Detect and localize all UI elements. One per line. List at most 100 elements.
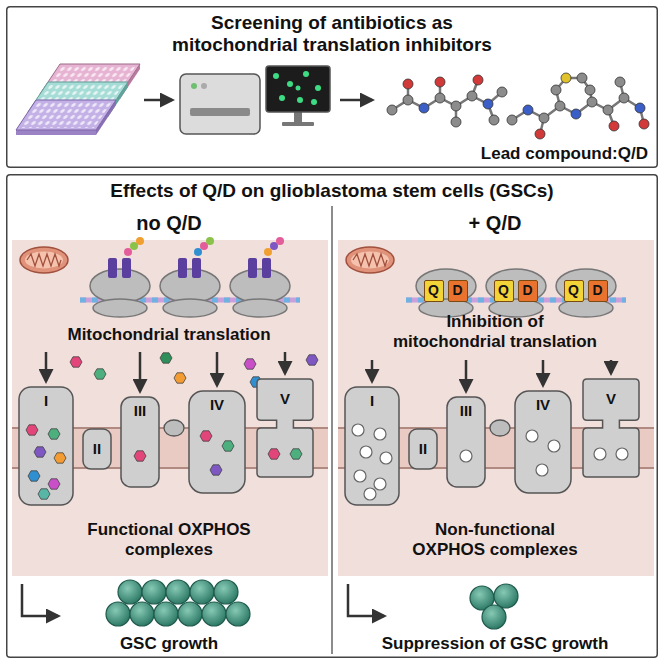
label-text: D <box>449 281 466 300</box>
ribosome <box>230 269 290 303</box>
gsc-cells <box>190 580 214 604</box>
oxphos-complex: IV <box>514 390 572 494</box>
encoded-subunit <box>34 447 46 457</box>
label-text: Effects of Q/D on glioblastoma stem cell… <box>6 180 658 202</box>
missing-subunit <box>616 448 628 460</box>
complex-outline <box>409 429 437 469</box>
label-text: no Q/D <box>8 212 330 235</box>
missing-subunit <box>380 452 392 464</box>
missing-subunit <box>352 424 364 436</box>
molecule-atoms <box>435 93 445 103</box>
plate-reader <box>296 86 301 91</box>
subunit <box>160 353 172 363</box>
gsc-cells <box>494 584 518 608</box>
oxphos-complex: I <box>18 386 74 506</box>
missing-subunit <box>374 478 386 490</box>
column-art <box>338 240 654 616</box>
drug-box: Q <box>494 280 514 302</box>
translation-arrow <box>542 360 545 385</box>
molecule-atoms <box>585 85 595 95</box>
molecule-atoms <box>483 99 493 109</box>
mitochondrion-icon <box>27 254 61 266</box>
translation-arrow <box>45 352 48 381</box>
plate-reader <box>180 74 260 134</box>
encoded-subunit <box>290 449 302 459</box>
column-panel: + Q/DInhibition of mitochondrial transla… <box>334 206 656 656</box>
missing-subunit <box>526 430 538 442</box>
molecule-atoms <box>535 129 545 139</box>
oxphos-complex: V <box>582 378 640 478</box>
complex-outline <box>515 391 571 493</box>
label-text: Non-functional OXPHOS complexes <box>405 520 585 559</box>
gsc-cells <box>482 605 506 629</box>
plate-reader <box>311 99 317 105</box>
molecule-atoms <box>419 103 429 113</box>
encoded-subunit <box>222 441 234 451</box>
molecule-model <box>392 78 644 134</box>
plate-reader <box>180 66 330 134</box>
molecule-atoms <box>387 73 649 139</box>
gsc-cells <box>142 580 166 604</box>
well-plates <box>16 100 116 130</box>
molecule-atoms <box>555 101 565 111</box>
plate-reader <box>303 71 309 77</box>
label-text: III <box>446 402 486 419</box>
panel-box: Screening of antibiotics as mitochondria… <box>6 6 658 168</box>
molecule-atoms <box>587 97 597 107</box>
gsc-cells <box>226 602 250 626</box>
complex-outline <box>447 397 485 487</box>
plate-reader <box>294 112 302 122</box>
mitochondrion-icon <box>25 252 63 269</box>
gsc-cells <box>118 580 142 604</box>
encoded-subunit <box>48 429 60 439</box>
subunit <box>174 373 186 383</box>
molecule-atoms <box>507 115 517 125</box>
molecule-atoms <box>539 113 549 123</box>
trna <box>178 258 187 278</box>
column-art <box>12 240 328 616</box>
divider-line <box>331 206 333 654</box>
gsc-cells <box>202 602 226 626</box>
label-text: Lead compound:Q/D <box>426 144 648 164</box>
ribosome <box>93 299 147 317</box>
missing-subunit <box>364 488 376 500</box>
trna <box>136 237 144 245</box>
label-text: Mitochondrial translation <box>28 325 310 345</box>
ribosome <box>163 299 217 317</box>
label-text: Inhibition of mitochondrial translation <box>390 312 600 351</box>
drug-box: Q <box>424 280 444 302</box>
trna <box>206 237 214 245</box>
missing-subunit <box>360 446 372 458</box>
label-text: V <box>582 390 640 407</box>
ribosome <box>160 269 220 303</box>
translation-arrow <box>216 352 219 385</box>
label-text: II <box>408 440 438 457</box>
translation-arrow <box>465 360 468 391</box>
oxphos-complex: V <box>256 378 314 478</box>
well-plates <box>16 130 96 135</box>
oxphos-complex: III <box>120 396 160 488</box>
encoded-subunit <box>200 431 212 441</box>
encoded-subunit <box>48 479 60 489</box>
plate-reader <box>297 97 303 103</box>
missing-subunit <box>460 450 472 462</box>
complex-outline <box>345 387 399 505</box>
label-text: Q <box>495 281 512 300</box>
molecule-atoms <box>473 75 483 85</box>
well-plates <box>20 102 112 128</box>
translation-arrow <box>139 352 142 391</box>
oxphos-complex: II <box>82 428 112 470</box>
trna <box>122 258 131 278</box>
label-text: Q <box>565 281 582 300</box>
complex-outline <box>257 379 313 477</box>
molecule-atoms <box>551 85 561 95</box>
complex-outline <box>19 387 73 505</box>
molecule-atoms <box>639 119 649 129</box>
drug-box: D <box>518 280 538 302</box>
label-text: Screening of antibiotics as mitochondria… <box>162 12 502 56</box>
drug-box: D <box>448 280 468 302</box>
molecule-atoms <box>497 87 507 97</box>
label-text: Q <box>425 281 442 300</box>
ribosome <box>90 269 150 303</box>
